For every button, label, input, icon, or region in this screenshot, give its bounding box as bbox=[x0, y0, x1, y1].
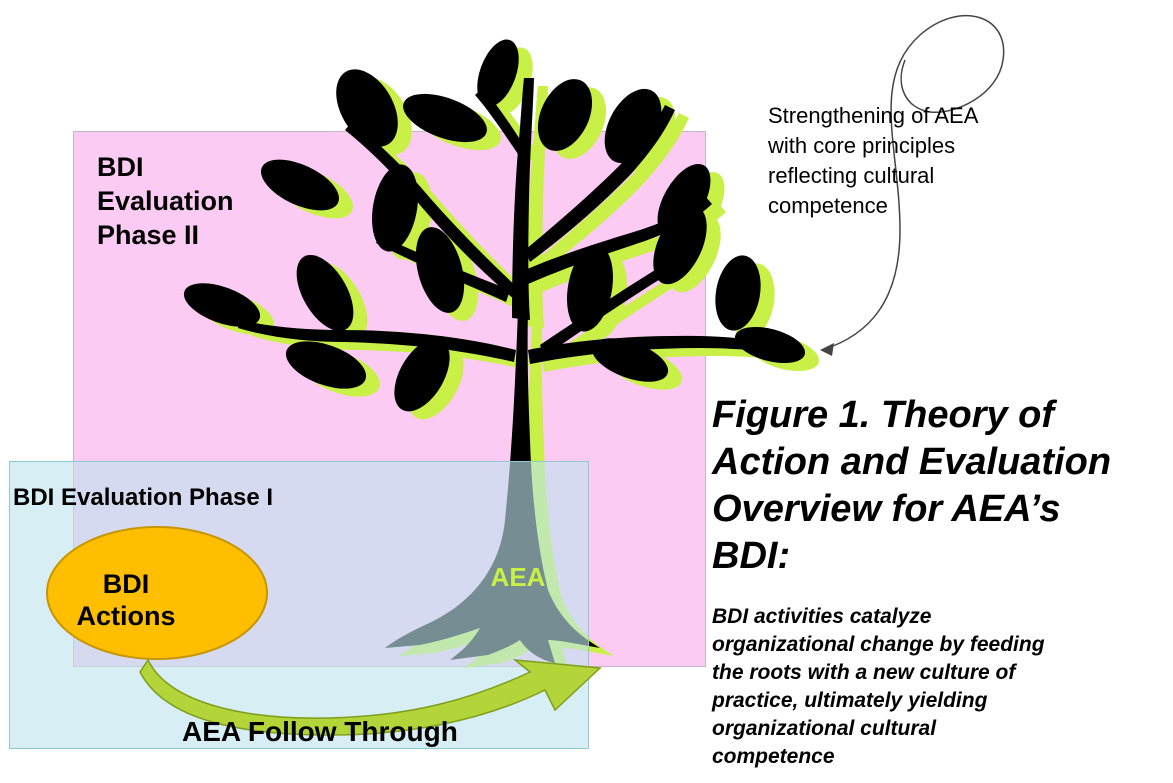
follow-through-arrow-icon bbox=[139, 658, 602, 736]
tree-label: AEA bbox=[490, 562, 546, 592]
bdi-actions-label: BDI Actions bbox=[76, 569, 176, 631]
strengthening-note: Strengthening of AEA with core principle… bbox=[768, 103, 979, 218]
figure-caption: BDI activities catalyze organizational c… bbox=[712, 605, 1045, 768]
curved-arrow-icon bbox=[821, 14, 1005, 351]
phase-2-label: BDI Evaluation Phase II bbox=[97, 152, 234, 250]
figure-title: Figure 1. Theory of Action and Evaluatio… bbox=[712, 394, 1112, 577]
curved-arrow-head-icon bbox=[820, 343, 834, 356]
bdi-actions-ellipse bbox=[46, 526, 268, 660]
phase-1-label: BDI Evaluation Phase I bbox=[13, 484, 274, 511]
follow-through-label: AEA Follow Through bbox=[182, 716, 458, 747]
